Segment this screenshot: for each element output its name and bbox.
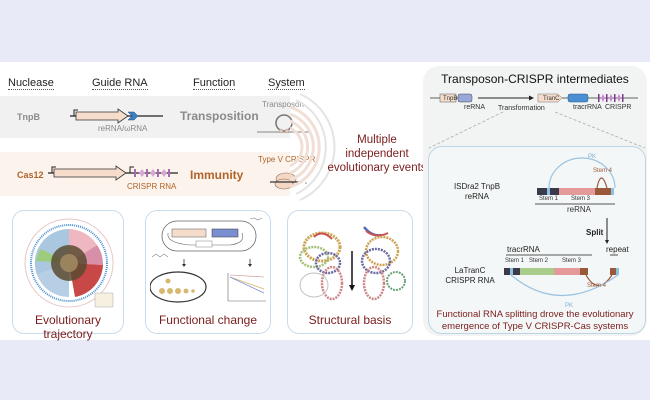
isdra2-name-line2: reRNA bbox=[464, 192, 489, 201]
label-tracrrna-track: tracrRNA bbox=[573, 104, 602, 111]
latranc-name-line2: CRISPR RNA bbox=[445, 276, 495, 285]
guide-label-crispr-rna: CRISPR RNA bbox=[127, 182, 177, 191]
latranc-name-line1: LaTranC bbox=[454, 266, 486, 275]
label-transformation: Transformation bbox=[498, 105, 545, 112]
isdra2-name-line1: ISDra2 TnpB bbox=[453, 182, 501, 191]
tnpb-gene-diagram bbox=[70, 108, 163, 124]
pk-label-bottom: PK bbox=[565, 303, 574, 309]
function-immunity: Immunity bbox=[190, 168, 244, 182]
split-arrow-icon bbox=[605, 218, 609, 244]
stem1-label-top: Stem 1 bbox=[539, 196, 559, 202]
pk-arc bbox=[548, 157, 616, 189]
panel-structural-basis: Structural basis bbox=[287, 210, 413, 334]
rna-comparison-panel bbox=[428, 146, 646, 334]
promoter-icon bbox=[73, 109, 78, 116]
growth-curve-line bbox=[229, 274, 265, 278]
row-tnpb-background bbox=[0, 96, 290, 138]
zoom-dashed-lines bbox=[428, 111, 646, 149]
kanr-box bbox=[195, 240, 213, 248]
stem3-label-bottom: Stem 3 bbox=[562, 258, 582, 264]
stem4-label-bottom: Stem 4 bbox=[587, 283, 607, 289]
label-crispr-track: CRISPR bbox=[605, 104, 632, 111]
panel-title-functional-change: Functional change bbox=[158, 313, 258, 327]
tracrrna-gene-box bbox=[567, 93, 589, 103]
pk-arc bbox=[510, 274, 619, 297]
stem3-label-top: Stem 3 bbox=[571, 196, 591, 202]
conclusion-text: Functional RNA splitting drove the evolu… bbox=[423, 309, 647, 333]
latranc-label: LaTranC CRISPR RNA bbox=[440, 266, 500, 286]
growth-curve-line bbox=[229, 276, 265, 294]
function-transposition: Transposition bbox=[180, 109, 259, 123]
evolutionary-events-caption: Multiple independent evolutionary events bbox=[325, 133, 429, 175]
system-transposon: Transposon bbox=[262, 100, 304, 109]
header-guide-rna: Guide RNA bbox=[92, 77, 148, 90]
stem1-label-bottom: Stem 1 bbox=[505, 258, 525, 264]
row-cas12-background bbox=[0, 152, 290, 196]
petri-dish-icon bbox=[150, 271, 207, 303]
plasmid-assay-graphic bbox=[150, 217, 266, 303]
promoter-icon bbox=[129, 166, 134, 173]
caption-line-2: evolutionary events bbox=[327, 162, 427, 174]
panel-functional-change: Functional change bbox=[145, 210, 271, 334]
cas12-gene-diagram bbox=[48, 165, 178, 181]
conclusion-line-2: emergence of Type V CRISPR-Cas systems bbox=[441, 321, 629, 332]
phylogenetic-tree-graphic bbox=[24, 218, 114, 308]
crispr-array-icon bbox=[598, 94, 624, 102]
split-label: Split bbox=[586, 228, 604, 237]
arrow-head-icon bbox=[529, 95, 534, 101]
stem2-label-bottom: Stem 2 bbox=[529, 258, 549, 264]
panel-title-evolutionary-trajectory: Evolutionary trajectory bbox=[34, 313, 102, 341]
stem4-arc bbox=[585, 274, 613, 287]
crispr-array-icon bbox=[134, 169, 170, 177]
gene-arrow-icon bbox=[53, 165, 127, 181]
nuclease-cas12: Cas12 bbox=[17, 170, 44, 180]
label-tnpb-box: TnpB bbox=[443, 96, 458, 102]
conclusion-line-1: Functional RNA splitting drove the evolu… bbox=[436, 309, 634, 320]
repeat-label: repeat bbox=[606, 245, 629, 254]
tranc-gene-box bbox=[537, 93, 563, 103]
header-system: System bbox=[268, 77, 305, 90]
evolution-arcs-graphic bbox=[290, 93, 336, 201]
tracrrna-bracket-label: tracrRNA bbox=[507, 245, 540, 254]
stem4-arc bbox=[596, 177, 608, 189]
cas12-complex-icon bbox=[270, 172, 307, 190]
nuclease-tnpb: TnpB bbox=[17, 112, 40, 122]
rerna-gene-box bbox=[457, 93, 473, 103]
panel-title-structural-basis: Structural basis bbox=[308, 313, 392, 327]
crispr-rna-structure-diagram bbox=[504, 254, 619, 297]
tnpb-gene-box bbox=[439, 93, 457, 103]
gene-arrow-icon bbox=[75, 108, 129, 124]
stem4-label-top: Stem 4 bbox=[593, 168, 613, 174]
isdra2-label: ISDra2 TnpB reRNA bbox=[447, 182, 507, 202]
guide-rna-box bbox=[211, 228, 239, 238]
rerna-underline-label: reRNA bbox=[567, 205, 592, 214]
promoter-icon bbox=[51, 166, 56, 173]
caption-line-1: Multiple independent bbox=[345, 134, 409, 160]
rerna-structure-diagram bbox=[535, 157, 616, 205]
panel-evolutionary-trajectory: Evolutionary trajectory bbox=[12, 210, 124, 341]
intermediates-title: Transposon-CRISPR intermediates bbox=[441, 72, 629, 86]
tranc-protein-box bbox=[171, 228, 207, 238]
header-function: Function bbox=[193, 77, 236, 90]
guide-label-rerna: reRNA/ωRNA bbox=[98, 124, 148, 133]
header-nuclease: Nuclease bbox=[8, 77, 54, 90]
protein-structure-graphic bbox=[298, 226, 406, 301]
pk-label-top: PK bbox=[588, 154, 597, 160]
label-rerna-track: reRNA bbox=[464, 104, 486, 111]
growth-curve-line bbox=[229, 276, 265, 290]
rerna-box-icon bbox=[127, 111, 139, 121]
intermediates-gene-track bbox=[430, 93, 638, 103]
system-type-v-crispr: Type V CRISPR bbox=[258, 155, 316, 164]
bacterial-cell-icon bbox=[161, 220, 257, 252]
figure-content: Nuclease Guide RNA Function System TnpB … bbox=[0, 62, 650, 341]
label-tranc-track: TranC bbox=[543, 96, 560, 102]
